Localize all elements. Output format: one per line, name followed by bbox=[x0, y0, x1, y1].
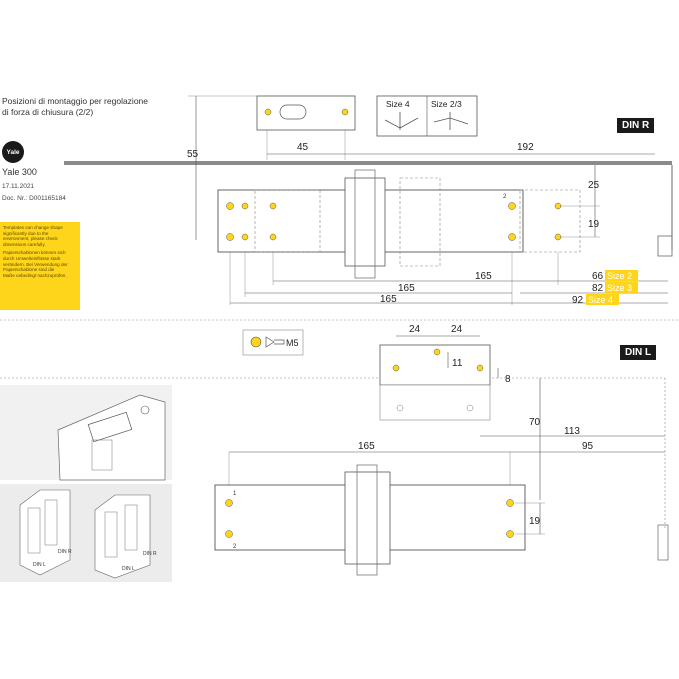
dim-55: 55 bbox=[187, 149, 199, 160]
pinion-housing-din-l bbox=[344, 471, 391, 565]
screw-hole-icon bbox=[508, 233, 516, 241]
bracket-slot bbox=[279, 104, 307, 120]
dim-24a: 24 bbox=[409, 324, 421, 335]
screw-hole-icon bbox=[226, 233, 234, 241]
dim-82: 82 bbox=[592, 283, 604, 294]
dim-165c: 165 bbox=[380, 294, 397, 305]
screw-side-icon bbox=[265, 336, 285, 348]
size-4-highlight bbox=[586, 294, 619, 305]
frame-stop bbox=[657, 235, 673, 257]
screw-hole-icon bbox=[506, 499, 514, 507]
title-line-1: Posizioni di montaggio per regolazione bbox=[2, 96, 149, 106]
svg-text:2: 2 bbox=[233, 544, 237, 550]
dim-165a: 165 bbox=[475, 271, 492, 282]
dim-8: 8 bbox=[505, 374, 511, 385]
size-2-highlight bbox=[605, 270, 638, 281]
screw-hole-icon bbox=[392, 364, 400, 372]
dim-25: 25 bbox=[588, 180, 600, 191]
document-date: 17.11.2021 bbox=[2, 183, 35, 190]
pinion-housing bbox=[344, 177, 386, 267]
screw-size: M5 bbox=[286, 338, 299, 348]
door-label-din-l-b: DIN L bbox=[122, 566, 135, 572]
svg-text:1: 1 bbox=[233, 491, 237, 497]
dim-70: 70 bbox=[529, 417, 541, 428]
dim-66: 66 bbox=[592, 271, 604, 282]
door-label-din-r-b: DIN R bbox=[143, 551, 157, 557]
size-4-tag: Size 4 bbox=[588, 295, 613, 305]
svg-text:2: 2 bbox=[503, 194, 507, 200]
screw-hole-icon bbox=[241, 202, 249, 210]
title-line-2: di forza di chiusura (2/2) bbox=[2, 107, 94, 117]
template-warning-box: Templates can change shape significantly… bbox=[0, 222, 80, 310]
door-label-din-l: DIN L bbox=[33, 562, 46, 568]
screw-hole-icon bbox=[225, 499, 233, 507]
screw-hole-icon bbox=[506, 530, 514, 538]
screw-hole-icon bbox=[226, 202, 234, 210]
screw-hole-icon bbox=[433, 348, 441, 356]
dim-192: 192 bbox=[517, 142, 534, 153]
arm-position-icon bbox=[433, 112, 469, 130]
pinion-shaft bbox=[354, 169, 376, 279]
size-3-tag: Size 3 bbox=[607, 283, 632, 293]
dim-11: 11 bbox=[452, 358, 463, 369]
dim-95: 95 bbox=[582, 441, 594, 452]
screw-hole-icon bbox=[508, 202, 516, 210]
size-2-tag: Size 2 bbox=[607, 271, 632, 281]
size-3-highlight bbox=[605, 282, 638, 293]
size-4-label: Size 4 bbox=[386, 99, 410, 109]
screw-hole-icon bbox=[264, 108, 272, 116]
product-name: Yale 300 bbox=[2, 167, 37, 177]
din-l-label: DIN L bbox=[620, 345, 657, 360]
dim-113: 113 bbox=[564, 426, 580, 437]
screw-hole-icon bbox=[341, 108, 349, 116]
dim-24b: 24 bbox=[451, 324, 463, 335]
warning-en: Templates can change shape significantly… bbox=[3, 225, 63, 247]
screw-hole-icon bbox=[225, 530, 233, 538]
document-number: Doc. Nr.: D001165184 bbox=[2, 195, 66, 202]
closer-body-outline bbox=[519, 189, 581, 253]
warning-de: Papierschablonen können sich durch Umwel… bbox=[3, 250, 68, 278]
screw-hole-icon bbox=[269, 233, 277, 241]
din-r-label: DIN R bbox=[617, 118, 655, 133]
screw-hole-icon bbox=[269, 202, 277, 210]
drawing-title: Posizioni di montaggio per regolazione d… bbox=[2, 96, 162, 118]
dim-165: 165 bbox=[358, 441, 375, 452]
size-23-label: Size 2/3 bbox=[431, 99, 462, 109]
screw-hole-icon bbox=[476, 364, 484, 372]
screw-head-icon bbox=[250, 336, 262, 348]
dim-19: 19 bbox=[588, 219, 600, 230]
dim-45: 45 bbox=[297, 142, 309, 153]
screw-hole-icon bbox=[241, 233, 249, 241]
dim-165b: 165 bbox=[398, 283, 415, 294]
dim-19-din-l: 19 bbox=[529, 516, 541, 527]
yale-logo: Yale bbox=[2, 141, 24, 163]
door-label-din-r: DIN R bbox=[58, 549, 72, 555]
dim-92: 92 bbox=[572, 295, 584, 306]
door-frame-top bbox=[64, 161, 672, 165]
arm-position-icon bbox=[384, 112, 419, 130]
